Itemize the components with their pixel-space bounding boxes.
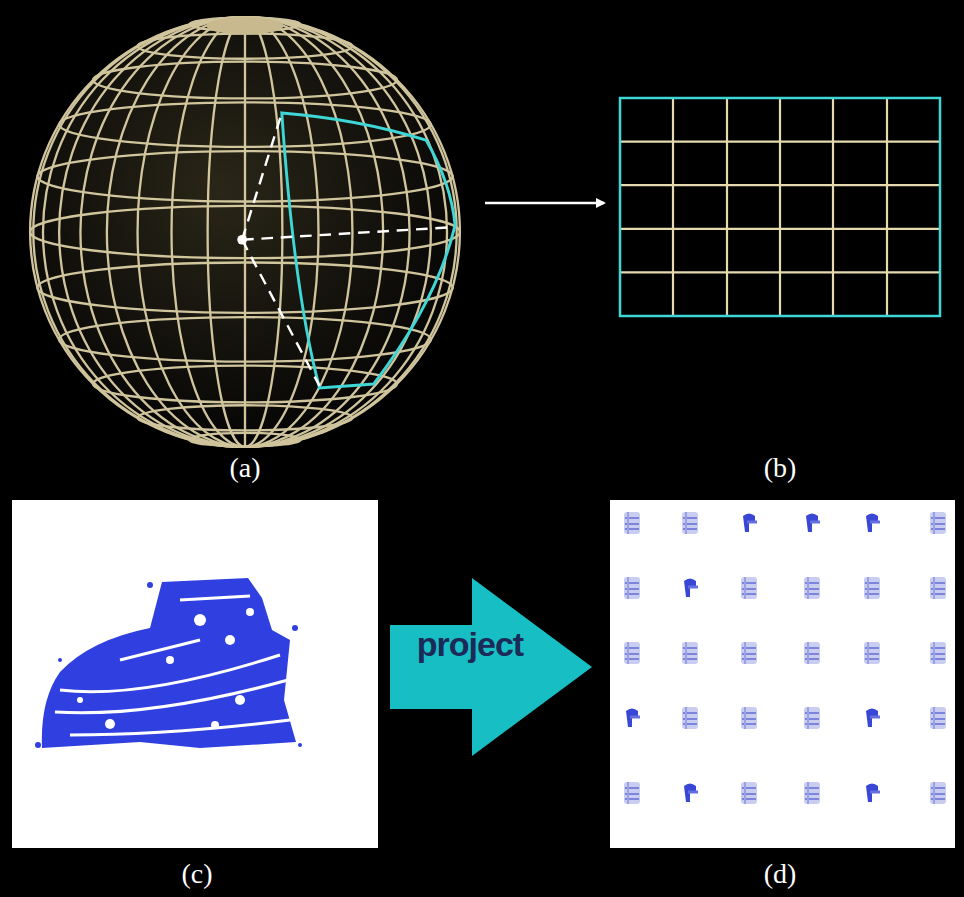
point-cloud-panel bbox=[12, 500, 378, 848]
arrow-outline bbox=[390, 578, 592, 756]
arrow-fill bbox=[390, 578, 592, 756]
panel-label: (b) bbox=[764, 452, 797, 484]
arrow-label: project bbox=[417, 625, 523, 664]
panel-label: (c) bbox=[181, 858, 212, 890]
projection-grid-panel bbox=[610, 500, 955, 848]
arrow-shape: project bbox=[390, 578, 592, 756]
mapping-arrow bbox=[485, 202, 604, 205]
panel-label: (a) bbox=[229, 452, 260, 484]
flat-grid bbox=[620, 98, 940, 316]
panel-label: (d) bbox=[764, 858, 797, 890]
sphere bbox=[30, 17, 460, 447]
